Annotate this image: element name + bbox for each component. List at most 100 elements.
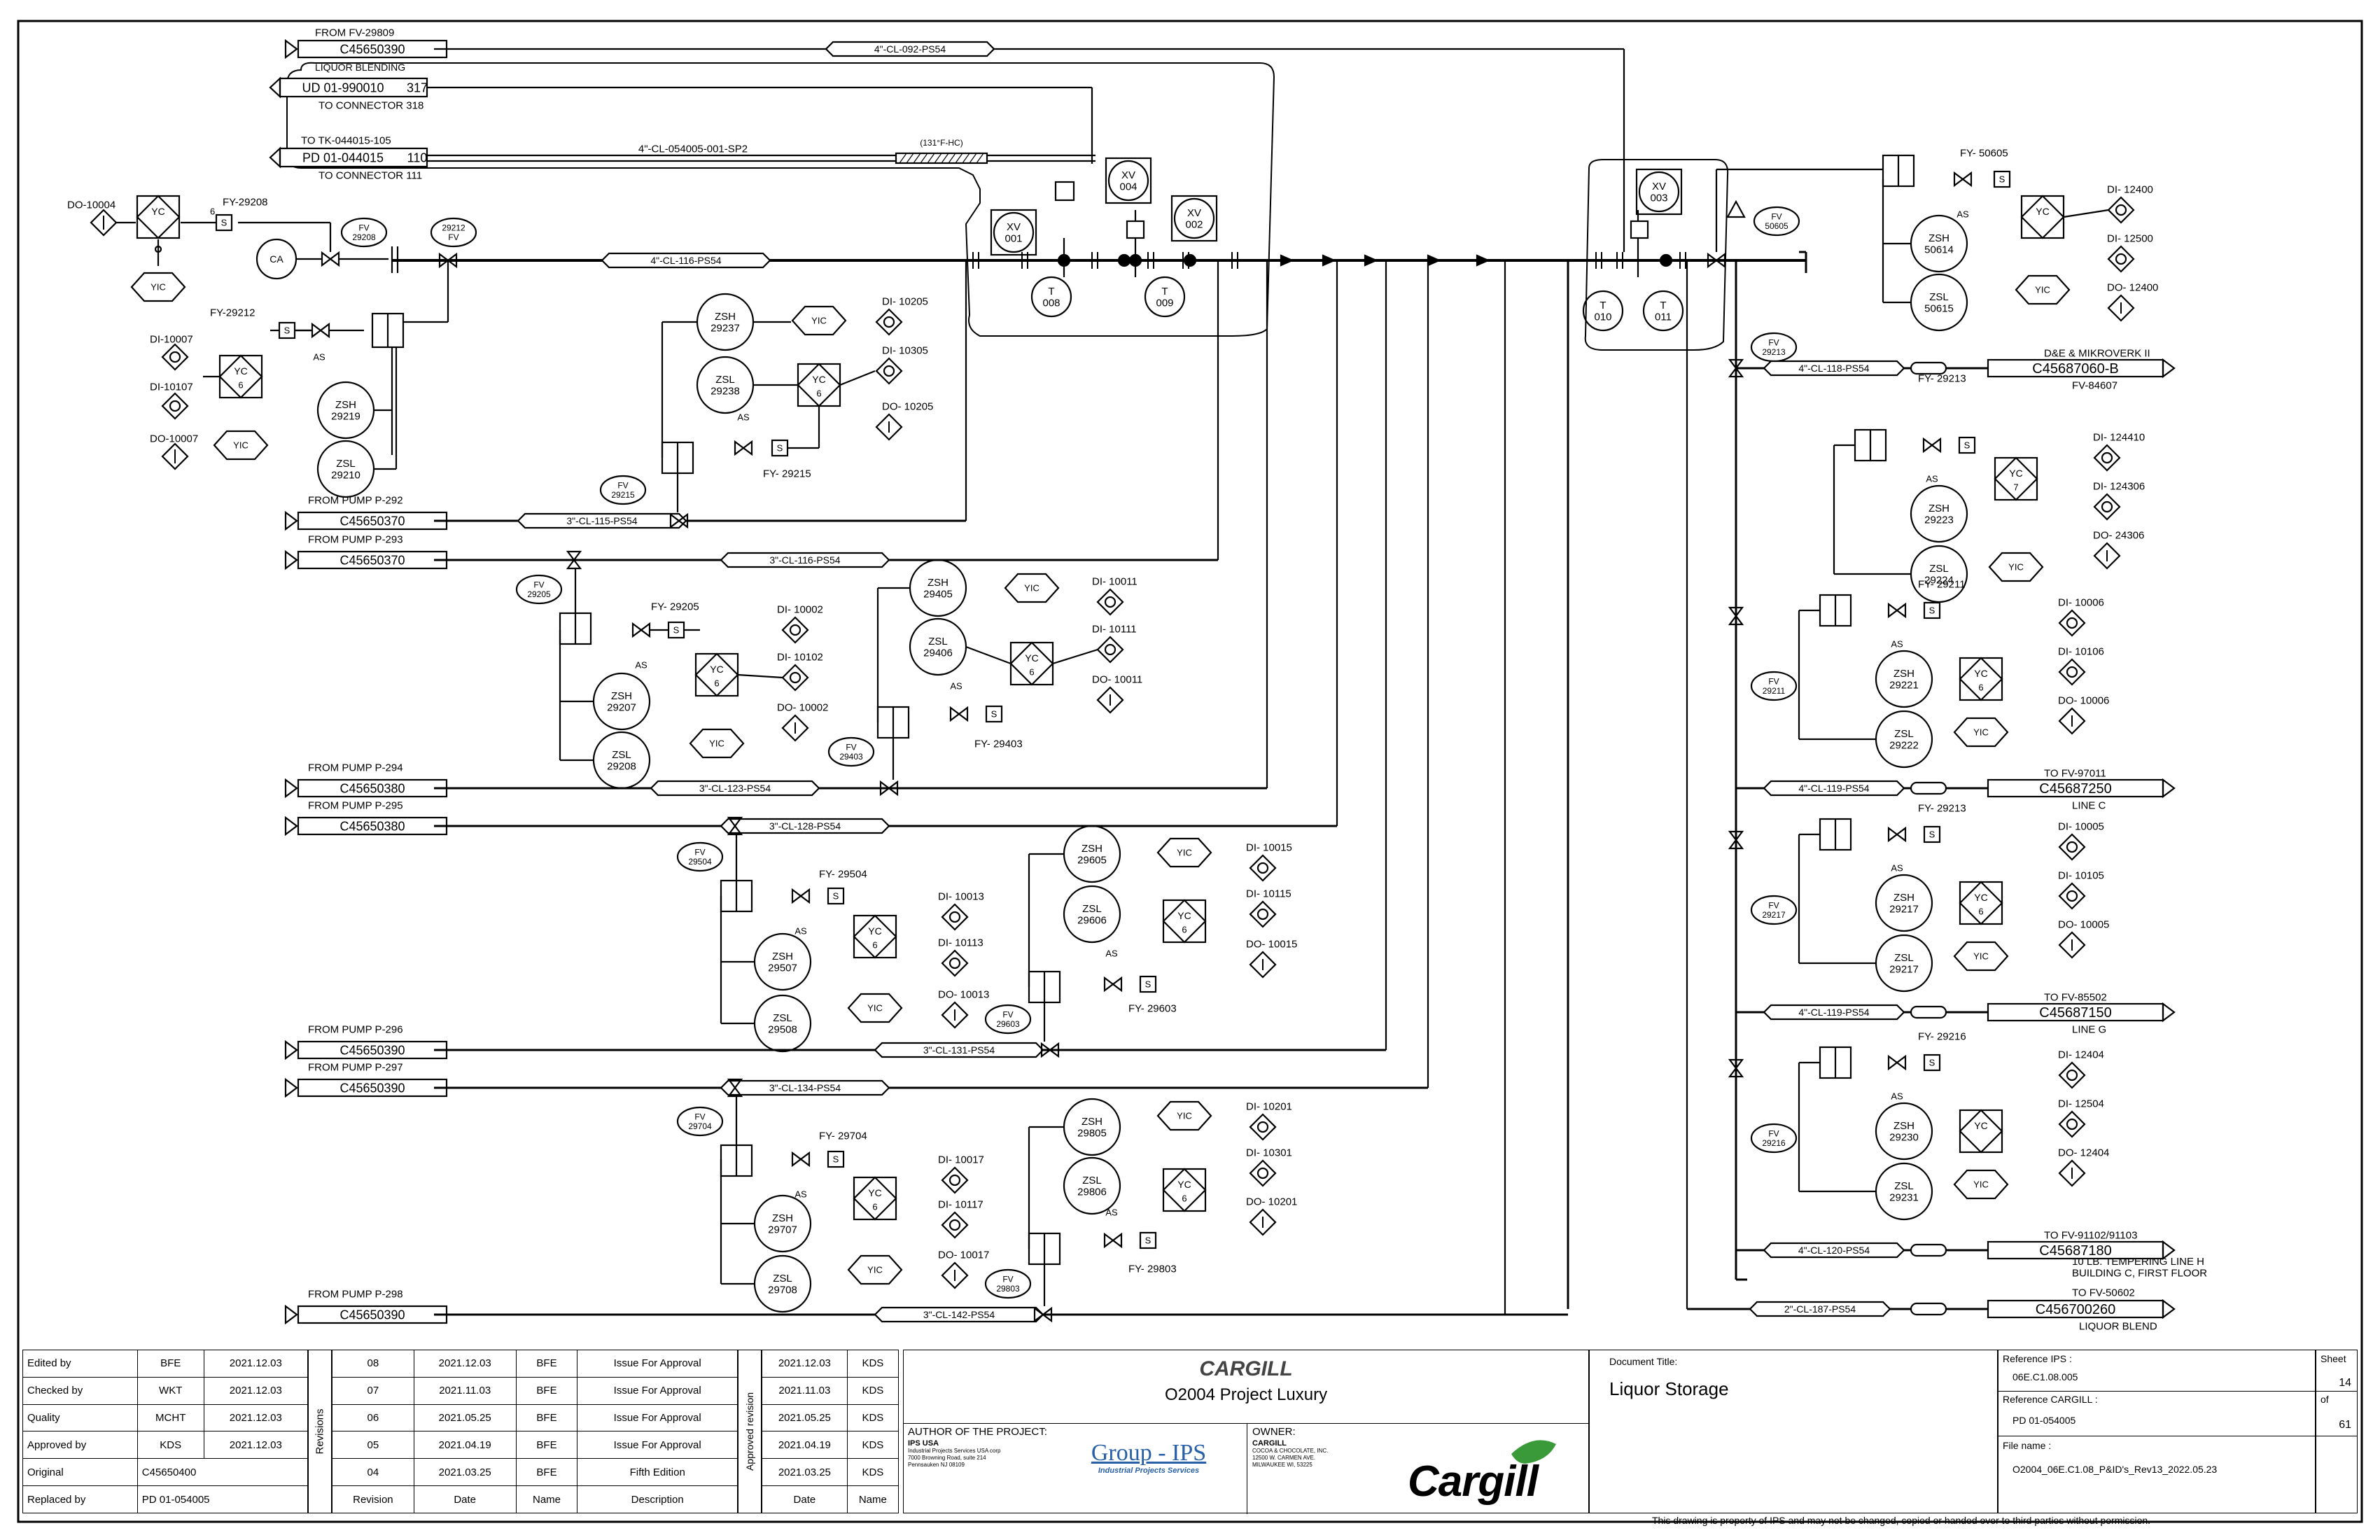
valve-icon	[734, 440, 753, 456]
solenoid-label: S	[1929, 606, 1935, 616]
solenoid-box	[827, 1150, 845, 1168]
author-label: AUTHOR OF THE PROJECT:	[908, 1426, 1047, 1438]
fy-tag: FY- 29803	[1128, 1263, 1177, 1275]
io-tag: DO- 10205	[882, 400, 933, 412]
io-tag: DI- 10005	[2058, 820, 2104, 832]
io-tag: DI- 10015	[1246, 841, 1292, 853]
connector-box	[1987, 778, 2164, 798]
io-tag: DI- 10301	[1246, 1147, 1292, 1158]
line-number: 3"-CL-128-PS54	[769, 820, 841, 832]
solenoid-box	[771, 439, 789, 457]
line-number: 3"-CL-116-PS54	[769, 554, 840, 566]
line-number-tag	[601, 252, 771, 269]
to-label: TO FV-91102/91103	[2044, 1229, 2137, 1241]
io-circle	[169, 400, 181, 412]
io-circle	[2066, 666, 2078, 678]
fy-tag: FY- 29205	[651, 601, 699, 612]
io-diamond	[2093, 493, 2121, 521]
io-circle	[2066, 1069, 2078, 1082]
rev-desc: Issue For Approval	[577, 1404, 738, 1432]
solenoid-box	[1923, 825, 1941, 844]
line-number-tag	[517, 512, 687, 529]
to-tank-label: TO TK-044015-105	[301, 134, 391, 146]
io-circle	[948, 911, 961, 923]
approval-name: MCHT	[136, 1404, 204, 1432]
approval-role: Quality	[22, 1404, 138, 1432]
yic-label: YIC	[1177, 848, 1192, 858]
yic-hexagon	[213, 430, 269, 461]
offpage-connector	[297, 1040, 448, 1060]
io-tag: DI- 10111	[1092, 623, 1137, 635]
io-diamond	[2058, 882, 2086, 910]
strainer-icon	[1910, 361, 1947, 375]
io-diamond	[1096, 636, 1124, 664]
appr-date: 2021.11.03	[762, 1376, 848, 1405]
yic-hexagon	[847, 993, 903, 1023]
line-number-tag	[825, 41, 995, 57]
from-pump-label: FROM PUMP P-295	[308, 799, 403, 811]
as-label: AS	[1891, 863, 1903, 874]
line-number: 4"-CL-119-PS54	[1798, 783, 1869, 794]
controller-box	[1994, 456, 2038, 501]
valve-icon	[631, 622, 651, 638]
valve-icon	[1728, 358, 1744, 378]
hatch	[920, 153, 928, 164]
offpage-arrow	[2162, 1298, 2176, 1320]
io-tag: DI- 10006	[2058, 596, 2104, 608]
original-value: C45650400	[136, 1458, 309, 1487]
solenoid-label: S	[833, 891, 839, 902]
yic-label: YIC	[811, 316, 827, 326]
controller-box	[853, 1176, 897, 1221]
as-label: AS	[1105, 948, 1118, 959]
yic-hexagon	[847, 1254, 903, 1285]
io-circle	[2115, 204, 2127, 216]
line-number-tag	[720, 818, 890, 834]
xv-bubble	[1107, 160, 1149, 202]
hatch	[913, 153, 921, 164]
line-number-tag	[1763, 1242, 1905, 1259]
controller-number: 6	[816, 388, 821, 399]
io-tag: DO-10004	[67, 199, 115, 211]
controller-number: 6	[872, 940, 877, 951]
controller-diamond	[1009, 641, 1054, 686]
io-tag: DO- 12400	[2107, 281, 2158, 293]
io-diamond	[1096, 588, 1124, 616]
yic-hexagon	[1953, 1169, 2009, 1200]
heat-trace-label: (131°F-HC)	[920, 138, 962, 148]
valve-icon	[321, 251, 340, 267]
controller-diamond	[1994, 456, 2038, 501]
io-diamond	[875, 308, 903, 336]
yic-hexagon	[1156, 837, 1212, 868]
line-number: 3"-CL-123-PS54	[699, 783, 771, 794]
yic-label: YIC	[1973, 727, 1989, 738]
io-tag: DI- 10102	[777, 651, 823, 663]
revisions-label: Revisions	[314, 1408, 326, 1455]
fv-bubble	[1750, 1123, 1798, 1154]
rev-number: 08	[332, 1350, 414, 1378]
to-connector-label: TO CONNECTOR 318	[318, 99, 424, 111]
solenoid-label: S	[1145, 979, 1152, 990]
yic-label: YIC	[150, 282, 166, 293]
io-tag: DI- 10201	[1246, 1100, 1292, 1112]
io-tag: DI-10107	[150, 381, 193, 393]
rev-name: BFE	[515, 1404, 578, 1432]
rev-name: BFE	[515, 1376, 578, 1405]
controller-label: YC	[1974, 1120, 1987, 1131]
line-label: LINE G	[2072, 1023, 2106, 1035]
io-diamond	[941, 1211, 969, 1239]
